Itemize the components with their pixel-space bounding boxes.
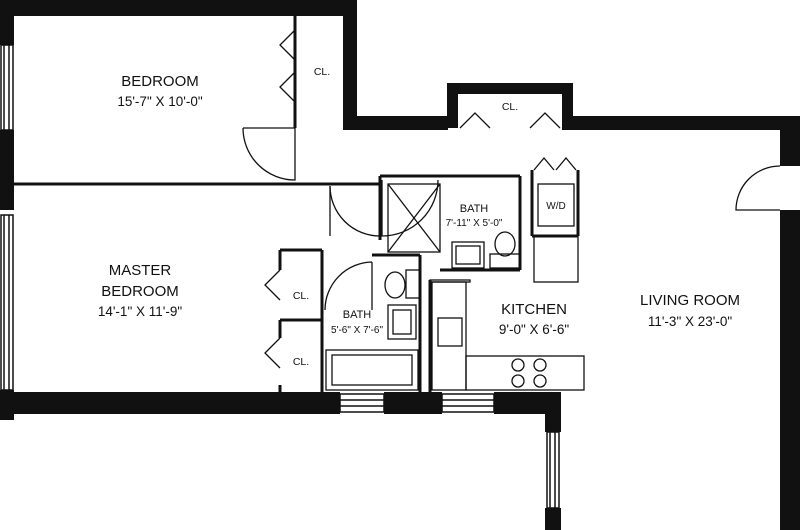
door-bedroom	[242, 127, 296, 181]
hall-closet-label: CL.	[502, 101, 518, 113]
window-bath	[339, 393, 385, 413]
door-master-closet-1	[264, 269, 281, 301]
kitchen-counter	[431, 281, 467, 391]
fixtures	[325, 183, 585, 391]
toilet-lower	[384, 271, 406, 299]
shower	[387, 183, 441, 253]
bathtub	[325, 349, 419, 391]
door-master-closet-2	[264, 337, 281, 369]
door-master	[329, 185, 381, 237]
door-bedroom-closet-2	[279, 71, 296, 103]
master-closet-1-label: CL.	[293, 290, 309, 302]
door-bath-lower	[324, 261, 373, 311]
door-hall-closet-2	[529, 112, 561, 129]
bedroom-name: BEDROOM	[121, 73, 199, 90]
door-bath-upper	[381, 179, 439, 237]
toilet-upper	[494, 231, 516, 257]
window-bedroom	[0, 44, 14, 131]
master-name-line2: BEDROOM	[101, 283, 179, 300]
door-bedroom-closet-1	[279, 29, 296, 61]
kitchen-name: KITCHEN	[501, 301, 567, 318]
living-room-dims: 11'-3" X 23'-0"	[648, 314, 732, 329]
door-hall-closet-1	[459, 112, 491, 129]
window-living	[546, 431, 560, 509]
bath-lower-dims: 5'-6" X 7'-6"	[331, 325, 384, 336]
door-entry	[735, 165, 781, 211]
washer-dryer-label: W/D	[546, 201, 565, 212]
window-master	[0, 214, 14, 391]
window-kitchen	[441, 393, 495, 413]
stove	[511, 358, 547, 388]
kitchen-dims: 9'-0" X 6'-6"	[499, 322, 569, 337]
bath-lower-name: BATH	[343, 309, 372, 321]
vanity-lower	[387, 304, 417, 340]
vanity-upper	[451, 241, 485, 269]
interior-walls	[14, 16, 580, 392]
bath-upper-dims: 7'-11" X 5'-0"	[446, 218, 503, 229]
bedroom-dims: 15'-7" X 10'-0"	[117, 94, 202, 109]
windows	[0, 44, 560, 509]
master-name-line1: MASTER	[109, 262, 172, 279]
washer-dryer	[537, 183, 575, 227]
labels: BEDROOM 15'-7" X 10'-0" CL. CL. MASTER B…	[98, 66, 740, 368]
master-dims: 14'-1" X 11'-9"	[98, 304, 182, 319]
living-room-name: LIVING ROOM	[640, 292, 740, 309]
bedroom-closet-label: CL.	[314, 66, 330, 78]
bath-upper-name: BATH	[460, 203, 489, 215]
master-closet-2-label: CL.	[293, 356, 309, 368]
